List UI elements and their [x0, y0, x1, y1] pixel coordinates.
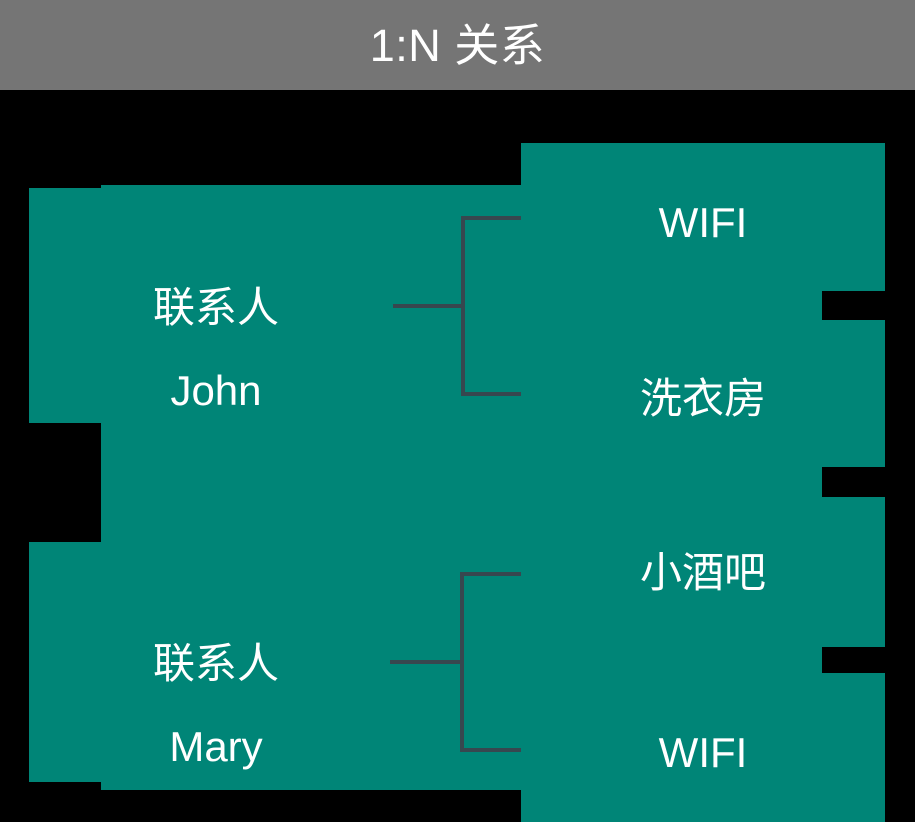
diagram-canvas: 联系人 John WIFI 洗衣房 联系人 Mary 小酒吧 WIFI: [0, 90, 915, 822]
bracket-john-arm-top: [461, 216, 521, 220]
right-panel-notch-3: [822, 647, 885, 673]
bracket-john-arm-bottom: [461, 392, 521, 396]
bracket-john-stem: [393, 304, 465, 308]
page-title: 1:N 关系: [369, 19, 546, 71]
bracket-mary-stem: [390, 660, 464, 664]
entity-panel-left-upper: [101, 185, 521, 790]
entity-panel-left-bottom-lip: [101, 780, 521, 790]
connector-bracket-john: [393, 216, 521, 396]
connector-bracket-mary: [390, 572, 521, 752]
right-panel-notch-1: [822, 291, 885, 320]
entity-panel-left-edge-top: [29, 188, 101, 423]
bracket-mary-arm-top: [460, 572, 521, 576]
right-panel-notch-2: [822, 467, 885, 497]
entity-panel-left-edge-bottom: [29, 542, 101, 782]
header-band: [0, 0, 915, 90]
bracket-mary-arm-bottom: [460, 748, 521, 752]
